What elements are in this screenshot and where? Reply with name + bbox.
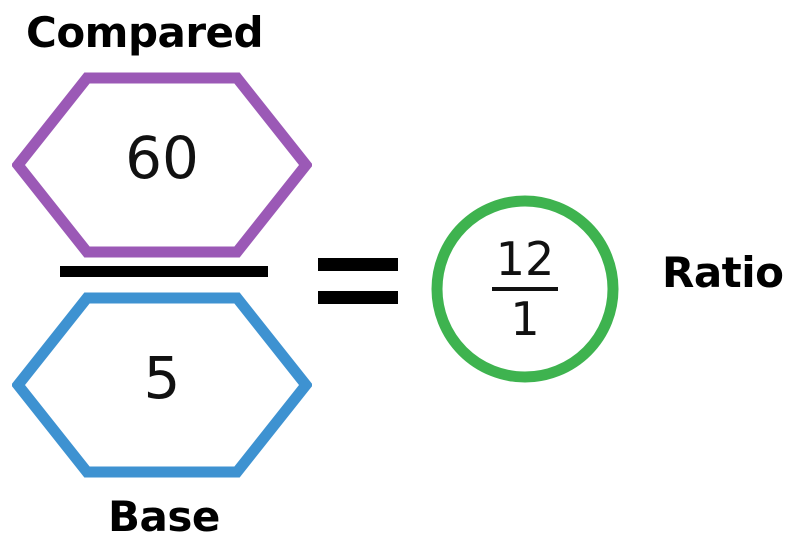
fraction-bar [60, 266, 268, 277]
ratio-denominator: 1 [510, 292, 540, 346]
ratio-fraction: 12 1 [430, 194, 620, 384]
base-label: Base [108, 492, 220, 541]
equals-bar-bottom [318, 291, 398, 304]
denominator-value: 5 [143, 344, 181, 412]
base-hexagon-shape [10, 292, 314, 478]
ratio-circle: 12 1 [430, 194, 620, 384]
base-hexagon: 5 [10, 292, 314, 478]
equals-sign [318, 258, 398, 304]
ratio-fraction-bar [492, 287, 558, 291]
ratio-label: Ratio [662, 248, 784, 297]
equals-bar-top [318, 258, 398, 271]
compared-hexagon: 60 [10, 72, 314, 258]
compared-label: Compared [26, 8, 264, 57]
numerator-value: 60 [125, 124, 199, 192]
ratio-numerator: 12 [495, 231, 555, 286]
compared-hexagon-shape [10, 72, 314, 258]
